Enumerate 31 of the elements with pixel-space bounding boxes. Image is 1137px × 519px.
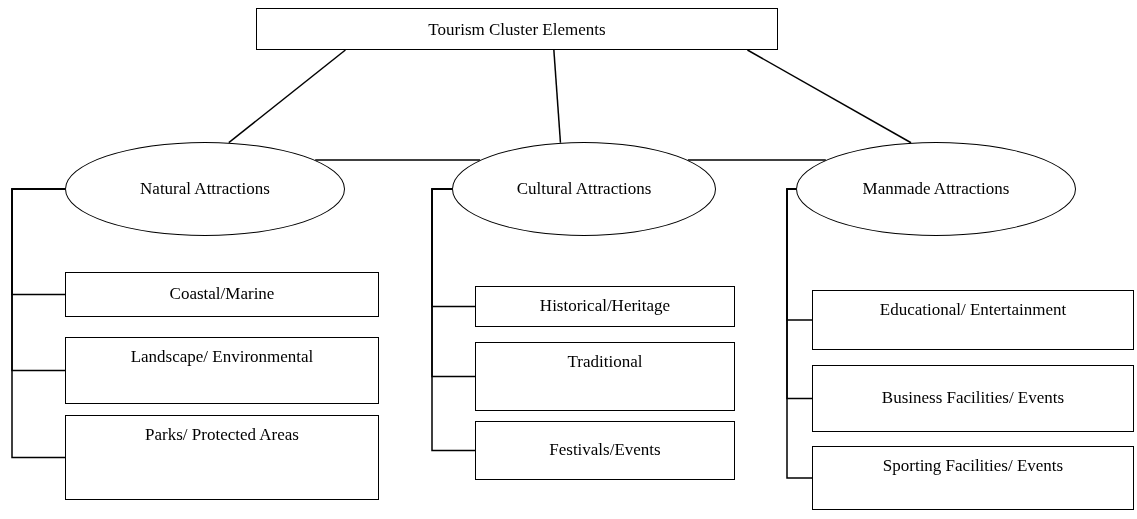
item-box <box>812 446 1134 510</box>
node-label: Traditional <box>567 351 643 373</box>
connector-line <box>11 188 66 459</box>
node-label: Historical/Heritage <box>539 295 671 318</box>
item-box <box>812 290 1134 350</box>
node-label: Natural Attractions <box>140 177 270 200</box>
item-box <box>475 421 735 480</box>
connector-line <box>687 159 827 161</box>
connector-line <box>746 49 912 144</box>
item-box <box>812 365 1134 432</box>
connector-line <box>786 188 813 479</box>
node-label: Coastal/Marine <box>169 283 275 306</box>
connector-line <box>553 49 562 144</box>
connector-line <box>431 188 476 452</box>
item-box <box>475 342 735 411</box>
item-box <box>65 337 379 404</box>
node-label: Tourism Cluster Elements <box>428 19 606 41</box>
node-label: Manmade Attractions <box>862 177 1010 200</box>
node-label: Cultural Attractions <box>516 177 652 200</box>
node-label: Business Facilities/ Events <box>881 387 1065 410</box>
title-box <box>256 8 778 50</box>
node-label: Educational/ Entertainment <box>879 299 1067 321</box>
item-box <box>65 415 379 500</box>
node-label: Landscape/ Environmental <box>130 346 314 368</box>
node-label: Sporting Facilities/ Events <box>882 455 1064 477</box>
connector-line <box>228 49 347 144</box>
connector-line <box>314 159 481 161</box>
node-label: Festivals/Events <box>549 439 661 462</box>
node-label: Parks/ Protected Areas <box>145 424 299 446</box>
item-box <box>65 272 379 317</box>
item-box <box>475 286 735 327</box>
